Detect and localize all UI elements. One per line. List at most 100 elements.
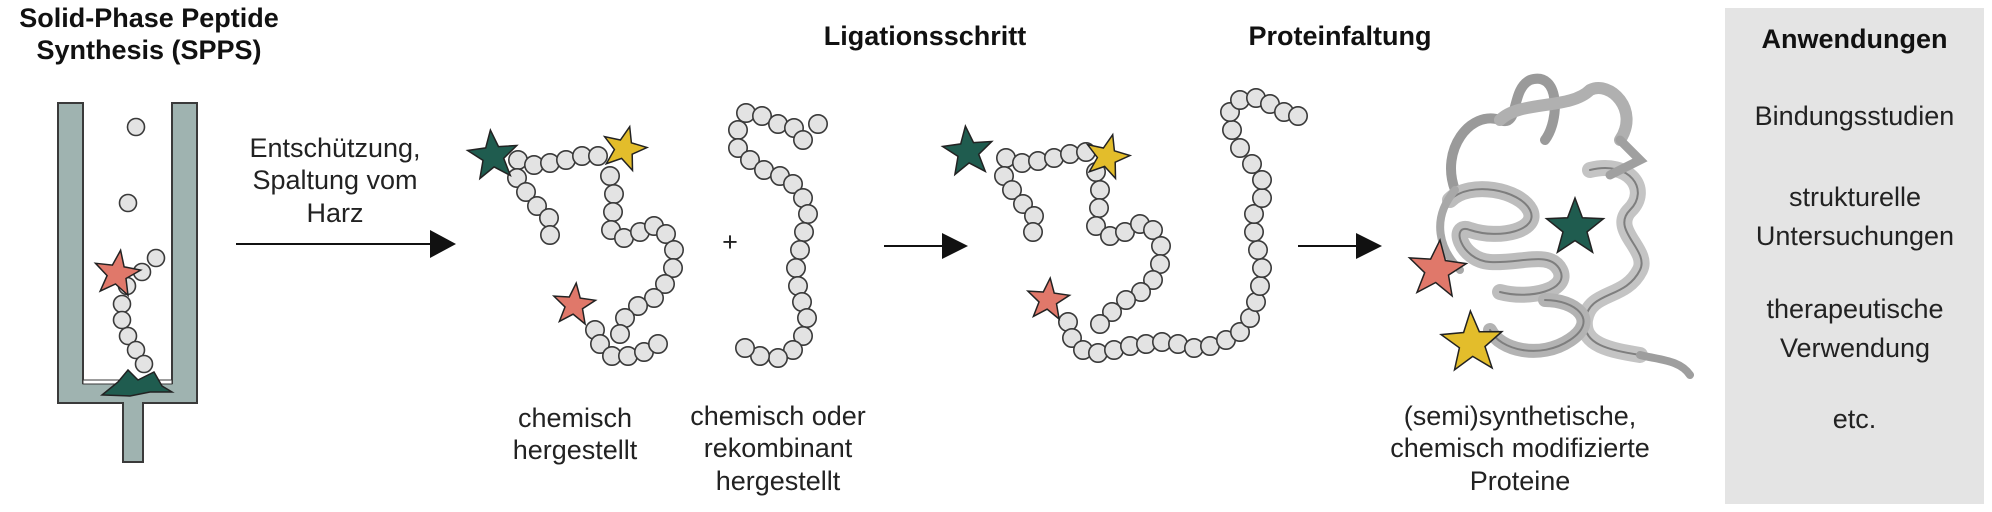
amino-acid-bead bbox=[1143, 269, 1164, 290]
amino-acid-bead bbox=[1089, 198, 1110, 219]
amino-acid-bead bbox=[782, 174, 803, 195]
plus-sign: + bbox=[722, 227, 738, 257]
amino-acid-bead bbox=[739, 150, 760, 171]
amino-acid-bead bbox=[1230, 321, 1251, 342]
amino-acid-bead bbox=[1090, 180, 1111, 201]
arrow-deprotection bbox=[236, 230, 456, 258]
amino-acid-bead bbox=[1001, 180, 1022, 201]
amino-acid-bead bbox=[1242, 154, 1263, 175]
amino-acid-bead bbox=[1028, 151, 1049, 172]
amino-acid-bead bbox=[793, 222, 814, 243]
amino-acid-bead bbox=[1248, 240, 1269, 261]
resin-anchor bbox=[99, 368, 175, 397]
application-item: therapeutische Verwendung bbox=[1766, 294, 1944, 364]
resin-peptide-chain bbox=[93, 117, 166, 374]
amino-acid-bead bbox=[751, 106, 772, 127]
amino-acid-bead bbox=[603, 184, 624, 205]
amino-acid-bead bbox=[1116, 289, 1137, 310]
amino-acid-bead bbox=[643, 287, 664, 308]
amino-acid-bead bbox=[727, 120, 748, 141]
amino-acid-bead bbox=[118, 326, 138, 346]
amino-acid-bead bbox=[112, 294, 132, 314]
amino-acid-bead bbox=[1090, 313, 1111, 334]
ligated-peptide-chain bbox=[940, 88, 1309, 363]
fragment1-caption: chemisch hergestellt bbox=[512, 403, 638, 466]
folding-title: Proteinfaltung bbox=[1248, 21, 1432, 51]
amino-acid-bead bbox=[1244, 222, 1265, 243]
amino-acid-bead bbox=[654, 273, 675, 294]
amino-acid-bead bbox=[1022, 222, 1043, 243]
peptide-fragment-1 bbox=[465, 124, 684, 366]
fragment2-caption: chemisch oder rekombinant hergestellt bbox=[690, 401, 866, 496]
amino-acid-bead bbox=[797, 204, 818, 225]
amino-acid-bead bbox=[807, 114, 828, 135]
amino-acid-bead bbox=[1088, 342, 1109, 363]
amino-acid-bead bbox=[538, 208, 559, 229]
amino-acid-bead bbox=[118, 193, 138, 213]
amino-acid-bead bbox=[1252, 188, 1273, 209]
amino-acid-bead bbox=[1222, 120, 1243, 141]
folded-protein-ribbon bbox=[1407, 73, 1694, 379]
amino-acid-bead bbox=[112, 310, 132, 330]
amino-acid-bead bbox=[647, 333, 668, 354]
modification-star-icon bbox=[1544, 195, 1606, 255]
amino-acid-bead bbox=[663, 240, 684, 261]
amino-acid-bead bbox=[1143, 220, 1164, 241]
amino-acid-bead bbox=[1288, 106, 1309, 127]
ligation-title: Ligationsschritt bbox=[823, 21, 1027, 51]
amino-acid-bead bbox=[792, 325, 813, 346]
amino-acid-bead bbox=[1151, 236, 1172, 257]
modification-star-icon bbox=[940, 123, 994, 177]
arrow-ligation bbox=[884, 233, 968, 259]
amino-acid-bead bbox=[126, 117, 146, 137]
amino-acid-bead bbox=[1244, 204, 1265, 225]
amino-acid-bead bbox=[792, 130, 813, 151]
amino-acid-bead bbox=[1252, 257, 1273, 278]
amino-acid-bead bbox=[515, 182, 536, 203]
modification-star-icon bbox=[93, 248, 143, 298]
modification-star-icon bbox=[551, 280, 598, 326]
amino-acid-bead bbox=[727, 138, 748, 159]
amino-acid-bead bbox=[126, 340, 146, 360]
application-item: Bindungsstudien bbox=[1754, 101, 1955, 131]
applications-panel: Anwendungen Bindungsstudien strukturelle… bbox=[1725, 8, 1984, 504]
applications-title: Anwendungen bbox=[1761, 24, 1948, 54]
modification-star-icon bbox=[1025, 275, 1072, 321]
spps-title: Solid-Phase Peptide Synthesis (SPPS) bbox=[19, 3, 279, 66]
deprotection-label: Entschützung, Spaltung vom Harz bbox=[249, 133, 421, 228]
amino-acid-bead bbox=[662, 257, 683, 278]
amino-acid-bead bbox=[627, 295, 648, 316]
modification-star-icon bbox=[1407, 237, 1469, 298]
amino-acid-bead bbox=[539, 225, 560, 246]
modification-star-icon bbox=[602, 124, 650, 173]
amino-acid-bead bbox=[1252, 170, 1273, 191]
application-item: strukturelle Untersuchungen bbox=[1755, 182, 1955, 252]
amino-acid-bead bbox=[609, 323, 630, 344]
amino-acid-bead bbox=[1102, 301, 1123, 322]
amino-acid-bead bbox=[539, 153, 560, 174]
amino-acid-bead bbox=[599, 166, 620, 187]
peptide-fragment-2 bbox=[727, 103, 828, 368]
amino-acid-bead bbox=[589, 333, 610, 354]
amino-acid-bead bbox=[789, 240, 810, 261]
amino-acid-bead bbox=[796, 307, 817, 328]
amino-acid-bead bbox=[735, 103, 756, 124]
arrow-folding bbox=[1298, 233, 1382, 259]
amino-acid-bead bbox=[506, 168, 527, 189]
amino-acid-bead bbox=[1230, 138, 1251, 159]
modification-star-icon bbox=[1085, 132, 1133, 181]
modification-star-icon bbox=[1439, 308, 1504, 372]
protein-caption: (semi)synthetische, chemisch modifiziert… bbox=[1390, 401, 1650, 496]
amino-acid-bead bbox=[146, 248, 166, 268]
application-item: etc. bbox=[1832, 404, 1877, 434]
amino-acid-bead bbox=[602, 202, 623, 223]
amino-acid-bead bbox=[1250, 275, 1271, 296]
amino-acid-bead bbox=[785, 257, 806, 278]
amino-acid-bead bbox=[655, 224, 676, 245]
amino-acid-bead bbox=[134, 354, 154, 374]
amino-acid-bead bbox=[767, 347, 788, 368]
amino-acid-bead bbox=[526, 196, 547, 217]
modification-star-icon bbox=[465, 127, 519, 181]
